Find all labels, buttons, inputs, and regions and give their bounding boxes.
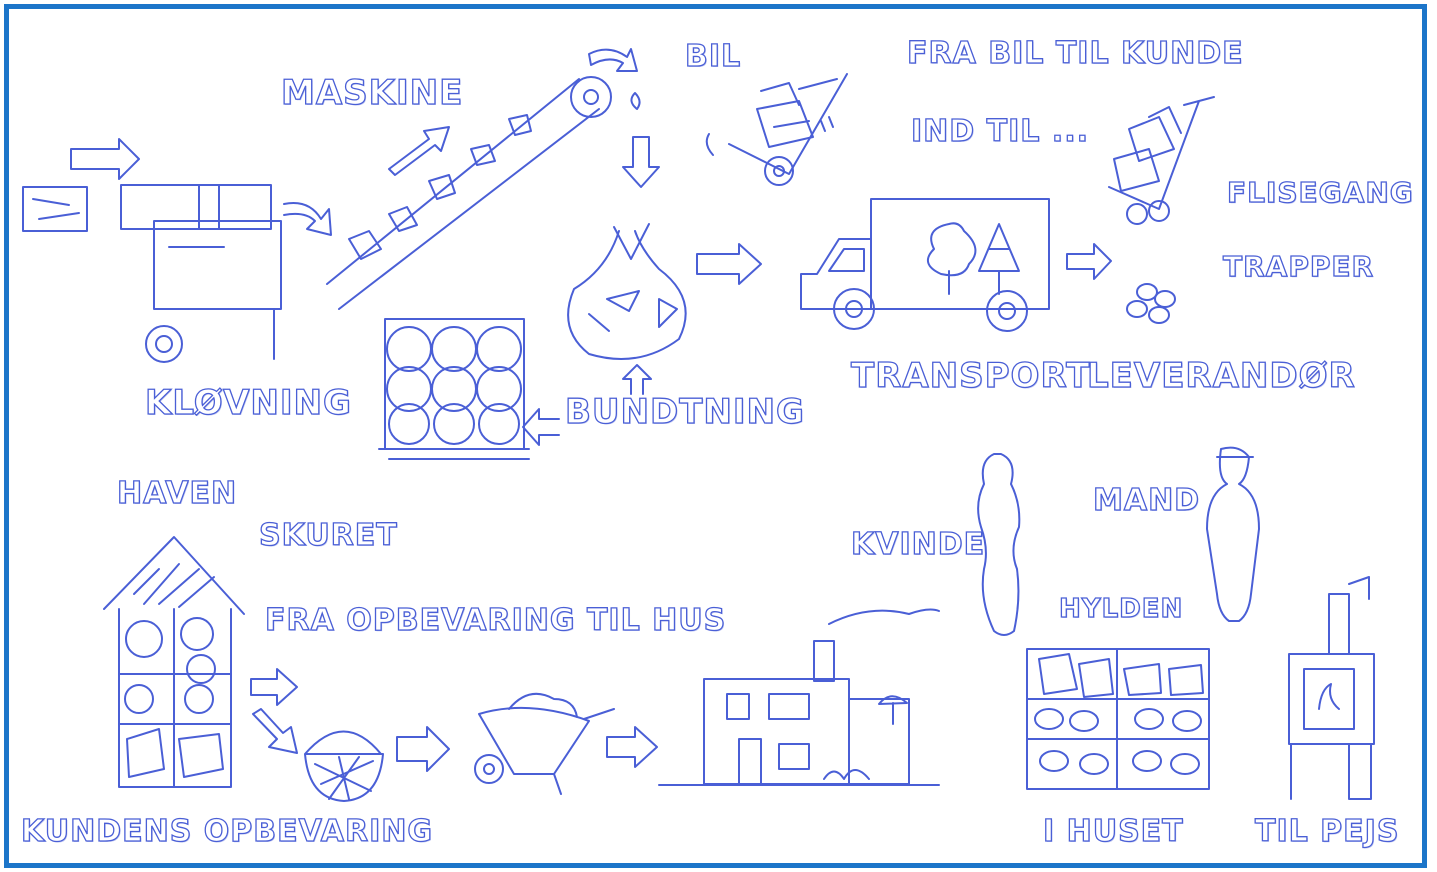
label-bundtning: BUNDTNING <box>565 395 805 429</box>
hand-truck-icon <box>1109 97 1214 224</box>
shed-icon <box>104 537 244 787</box>
label-flisegang: FLISEGANG <box>1227 179 1414 207</box>
label-fra-bil-til-kunde: FRA BIL TIL KUNDE <box>907 39 1244 69</box>
hand-truck-icon <box>707 74 847 185</box>
pallet-icon <box>379 319 529 459</box>
label-haven: HAVEN <box>117 479 237 509</box>
arrow-icon <box>523 409 559 445</box>
label-mand: MAND <box>1093 486 1200 516</box>
sketch-frame: MASKINE BIL FRA BIL TIL KUNDE IND TIL ..… <box>4 4 1427 868</box>
label-i-huset: I HUSET <box>1043 817 1184 847</box>
basket-icon <box>305 732 383 802</box>
label-skuret: SKURET <box>259 521 398 551</box>
label-hylden: HYLDEN <box>1059 596 1183 622</box>
workflow-sketch <box>9 9 1422 863</box>
wood-shelf-icon <box>1027 649 1209 789</box>
splitter-machine-icon <box>121 185 281 362</box>
wheelbarrow-icon <box>475 694 614 794</box>
label-klovning: KLØVNING <box>145 386 352 420</box>
label-kundens-opbevaring: KUNDENS OPBEVARING <box>21 817 433 847</box>
arrow-icon <box>697 244 761 284</box>
label-kvinde: KVINDE <box>851 530 985 560</box>
label-maskine: MASKINE <box>281 76 463 110</box>
arrow-icon <box>71 139 139 179</box>
arrow-icon <box>253 709 297 753</box>
arrow-icon <box>623 365 651 394</box>
label-fra-opbevaring-til-hus: FRA OPBEVARING TIL HUS <box>265 606 726 636</box>
firewood-bag-icon <box>568 224 686 359</box>
arrow-icon <box>284 203 331 235</box>
arrow-icon <box>607 727 657 767</box>
label-til-pejs: TIL PEJS <box>1255 817 1399 847</box>
man-figure-icon <box>1207 448 1259 621</box>
delivery-truck-icon <box>801 199 1049 331</box>
log-icon <box>23 187 87 231</box>
label-leverandor: LEVERANDØR <box>1087 359 1356 393</box>
label-transport: TRANSPORT <box>851 359 1090 393</box>
tree-icon <box>928 223 1019 294</box>
wood-stove-icon <box>1289 577 1374 799</box>
label-bil: BIL <box>685 42 741 72</box>
arrow-icon <box>623 137 659 187</box>
arrow-icon <box>251 669 297 705</box>
label-trapper: TRAPPER <box>1223 253 1374 281</box>
logs-pile-icon <box>1127 284 1175 323</box>
label-ind-til: IND TIL ... <box>911 117 1089 147</box>
arrow-icon <box>1067 244 1111 279</box>
arrow-icon <box>397 727 449 771</box>
